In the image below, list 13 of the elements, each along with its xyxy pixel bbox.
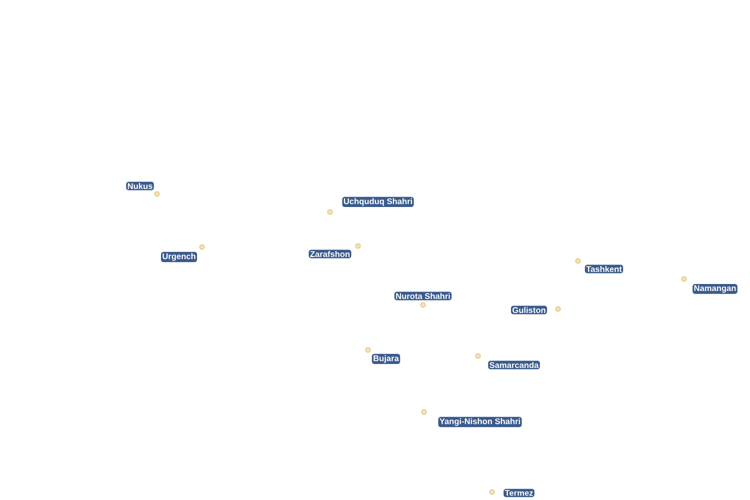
city-label: Zarafshon (308, 250, 352, 258)
city-label: Uchquduq Shahri (342, 196, 414, 208)
city-label: Namangan (692, 284, 738, 294)
city-label: Bujara (372, 354, 400, 364)
city-label: Urgench (160, 252, 198, 262)
city-label: Guliston (510, 306, 548, 314)
city-label: Tashkent (584, 264, 624, 274)
city-dot (489, 489, 495, 495)
city-label: Nurota Shahri (394, 292, 452, 300)
city-label: Yangi-Nishon Shahri (438, 416, 522, 428)
city-label: Nukus (126, 182, 154, 190)
city-label: Termez (504, 488, 534, 498)
city-label: Samarcanda (488, 360, 540, 370)
